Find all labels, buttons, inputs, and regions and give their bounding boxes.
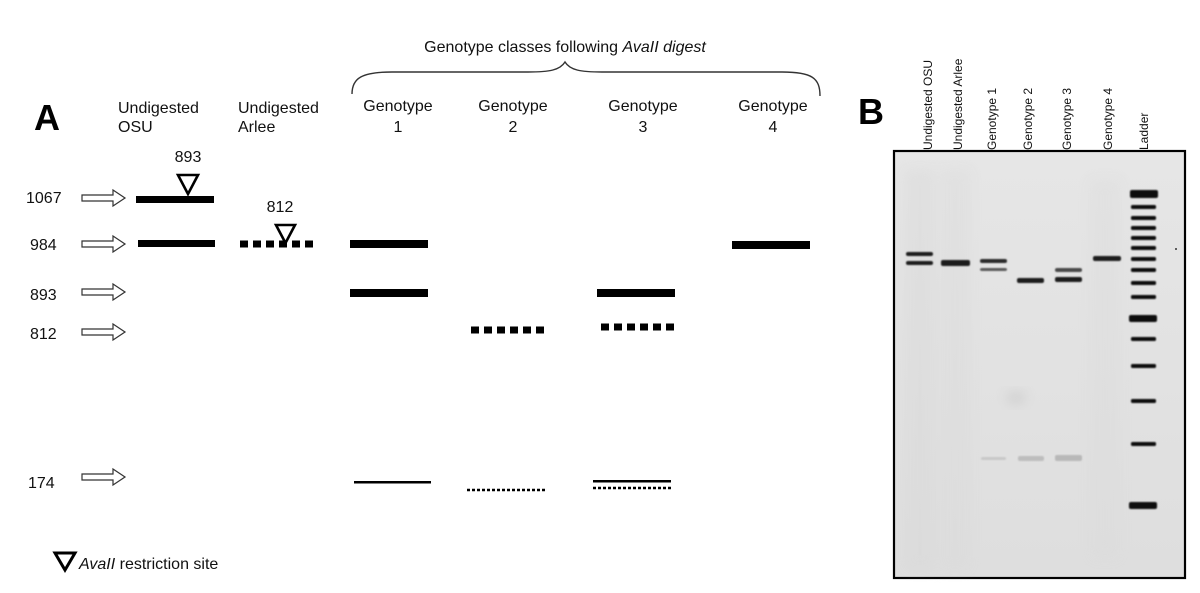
panel-a-letter: A [34, 97, 60, 138]
col-header-1-line2: OSU [118, 119, 153, 136]
ladder-band [1131, 226, 1156, 230]
lane-label-undigested-arlee: Undigested Arlee [951, 58, 965, 150]
band-osu-1067 [136, 196, 214, 203]
col-header-2-line2: Arlee [238, 119, 275, 136]
ladder-band [1131, 364, 1156, 368]
band-g4-984 [732, 241, 810, 249]
gel-speck [1175, 248, 1177, 250]
arrow-right-icon [81, 234, 127, 254]
size-label-812: 812 [30, 326, 57, 343]
gel-band [1055, 268, 1082, 272]
size-label-174: 174 [28, 475, 55, 492]
legend-text: AvaII restriction site [78, 556, 218, 573]
gel-band [1055, 455, 1082, 461]
col-header-4-line1: Genotype [478, 98, 547, 115]
arrow-right-icon [81, 188, 127, 208]
col-header-6-line2: 4 [769, 119, 778, 136]
col-header-3-line1: Genotype [363, 98, 432, 115]
ladder-band [1131, 257, 1156, 261]
gel-band [941, 260, 970, 266]
size-label-893: 893 [30, 287, 57, 304]
panel-b: B Undigested OSU Undigested Arlee Genoty… [858, 58, 1187, 580]
site-label-812: 812 [267, 199, 294, 216]
gel-bands [906, 190, 1177, 509]
panel-b-letter: B [858, 91, 884, 132]
gel-band [906, 261, 933, 265]
arrow-right-icon [81, 322, 127, 342]
lane-label-genotype-2: Genotype 2 [1021, 88, 1035, 150]
band-g1-174 [354, 481, 431, 484]
lane-label-genotype-4: Genotype 4 [1101, 88, 1115, 150]
col-header-5-line2: 3 [639, 119, 648, 136]
band-g1-984 [350, 240, 428, 248]
size-label-1067: 1067 [26, 190, 62, 207]
ladder-band [1131, 442, 1156, 446]
ladder-band [1131, 216, 1156, 220]
gel-band [980, 268, 1007, 271]
band-osu-984 [138, 240, 215, 247]
ladder-band [1131, 337, 1156, 341]
brace-title: Genotype classes following AvaII digest [424, 39, 706, 56]
lane-label-undigested-osu: Undigested OSU [921, 60, 935, 150]
ladder-band [1131, 295, 1156, 299]
arrow-right-icon [81, 467, 127, 487]
gel-smear [1006, 392, 1026, 404]
restriction-site-icon [52, 551, 78, 573]
ladder-band [1131, 268, 1156, 272]
panel-a: A Genotype classes following AvaII diges… [26, 39, 821, 573]
lane-label-ladder: Ladder [1137, 113, 1151, 150]
ladder-band [1131, 236, 1156, 240]
gel-band [1018, 456, 1044, 461]
site-label-893: 893 [175, 149, 202, 166]
ladder-band [1129, 502, 1157, 509]
restriction-site-icon [273, 223, 298, 246]
ladder-band [1131, 281, 1156, 285]
lane-label-genotype-1: Genotype 1 [985, 88, 999, 150]
col-header-2-line1: Undigested [238, 100, 319, 117]
col-header-3-line2: 1 [394, 119, 403, 136]
col-header-1-line1: Undigested [118, 100, 199, 117]
lane-label-genotype-3: Genotype 3 [1060, 88, 1074, 150]
band-g3-893 [597, 289, 675, 297]
ladder-band [1131, 205, 1156, 209]
gel-band [980, 259, 1007, 263]
gel-band [1093, 256, 1121, 261]
genotype-brace [351, 60, 821, 97]
gel-smear [905, 170, 1120, 570]
col-header-5-line1: Genotype [608, 98, 677, 115]
band-g3-174-solid [593, 480, 671, 483]
band-g1-893 [350, 289, 428, 297]
gel-band [906, 252, 933, 256]
ladder-band [1130, 190, 1158, 198]
col-header-6-line1: Genotype [738, 98, 807, 115]
ladder-band [1131, 399, 1156, 403]
size-label-984: 984 [30, 237, 57, 254]
restriction-site-icon [175, 173, 201, 197]
ladder-band [1129, 315, 1157, 322]
ladder-band [1131, 246, 1156, 250]
ladder-bands [1129, 190, 1158, 509]
gel-band [1017, 278, 1044, 283]
gel-band [1055, 277, 1082, 282]
gel-band [981, 457, 1006, 460]
arrow-right-icon [81, 282, 127, 302]
col-header-4-line2: 2 [509, 119, 518, 136]
